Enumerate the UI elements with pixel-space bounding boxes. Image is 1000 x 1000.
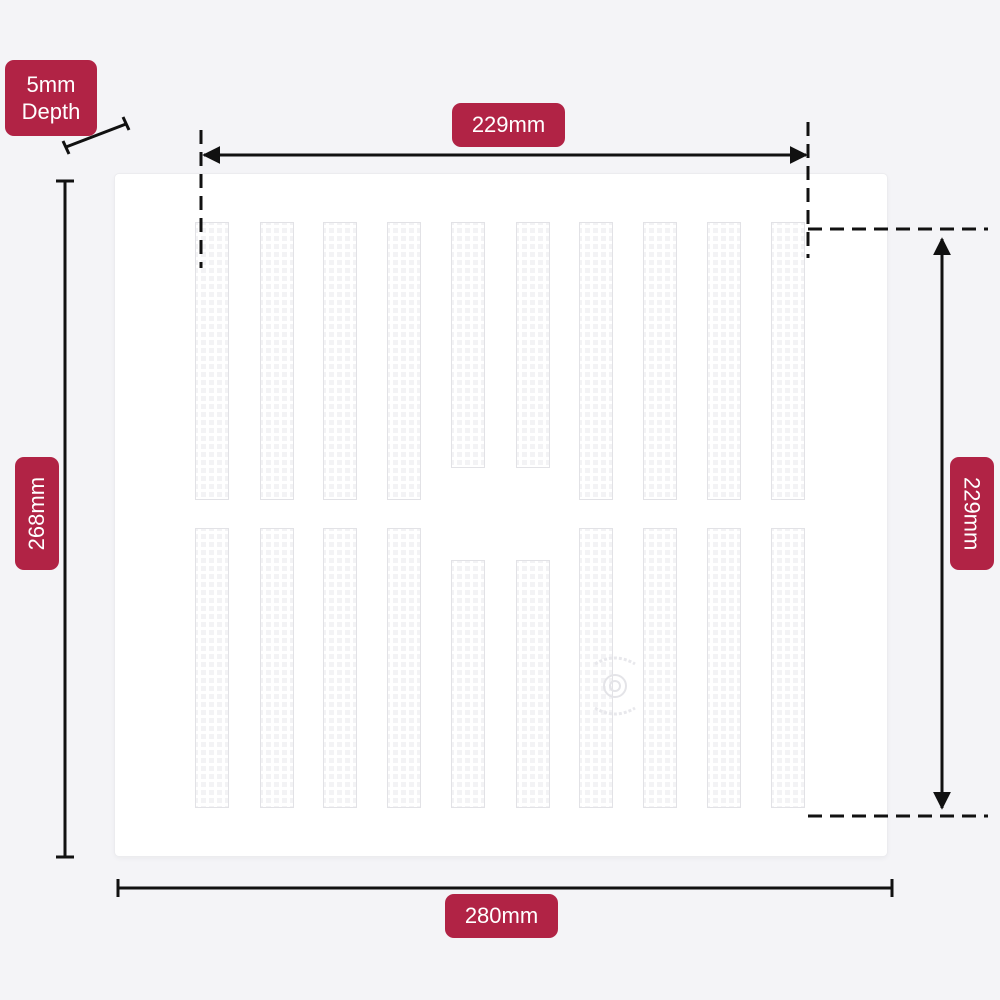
vent-slot-bottom: [195, 528, 229, 808]
vent-slot-bottom: [643, 528, 677, 808]
vent-slot-bottom: [451, 560, 485, 808]
vent-slot-top: [771, 222, 805, 500]
top-width-label: 229mm: [452, 103, 565, 147]
vent-height-label: 229mm: [950, 457, 994, 570]
overall-width-label: 280mm: [445, 894, 558, 938]
vent-slot-top: [260, 222, 294, 500]
vent-slot-bottom: [260, 528, 294, 808]
vent-slot-bottom: [516, 560, 550, 808]
vent-slot-top: [195, 222, 229, 500]
depth-line: [65, 122, 127, 149]
vent-slot-top: [516, 222, 550, 468]
vent-slot-top: [451, 222, 485, 468]
vent-slot-top: [387, 222, 421, 500]
vent-slot-top: [707, 222, 741, 500]
vent-slot-top: [643, 222, 677, 500]
vent-slot-bottom: [771, 528, 805, 808]
vent-grille: [115, 174, 887, 856]
depth-word: Depth: [21, 99, 81, 124]
vent-slot-top: [579, 222, 613, 500]
vent-slot-bottom: [387, 528, 421, 808]
depth-value: 5mm: [26, 71, 76, 97]
vent-slot-bottom: [579, 528, 613, 808]
manufacturer-logo-icon: [594, 656, 636, 716]
vent-slot-top: [323, 222, 357, 500]
vent-slot-bottom: [323, 528, 357, 808]
overall-height-label: 268mm: [15, 457, 59, 570]
depth-label: 5mm Depth: [5, 60, 97, 136]
vent-slot-bottom: [707, 528, 741, 808]
